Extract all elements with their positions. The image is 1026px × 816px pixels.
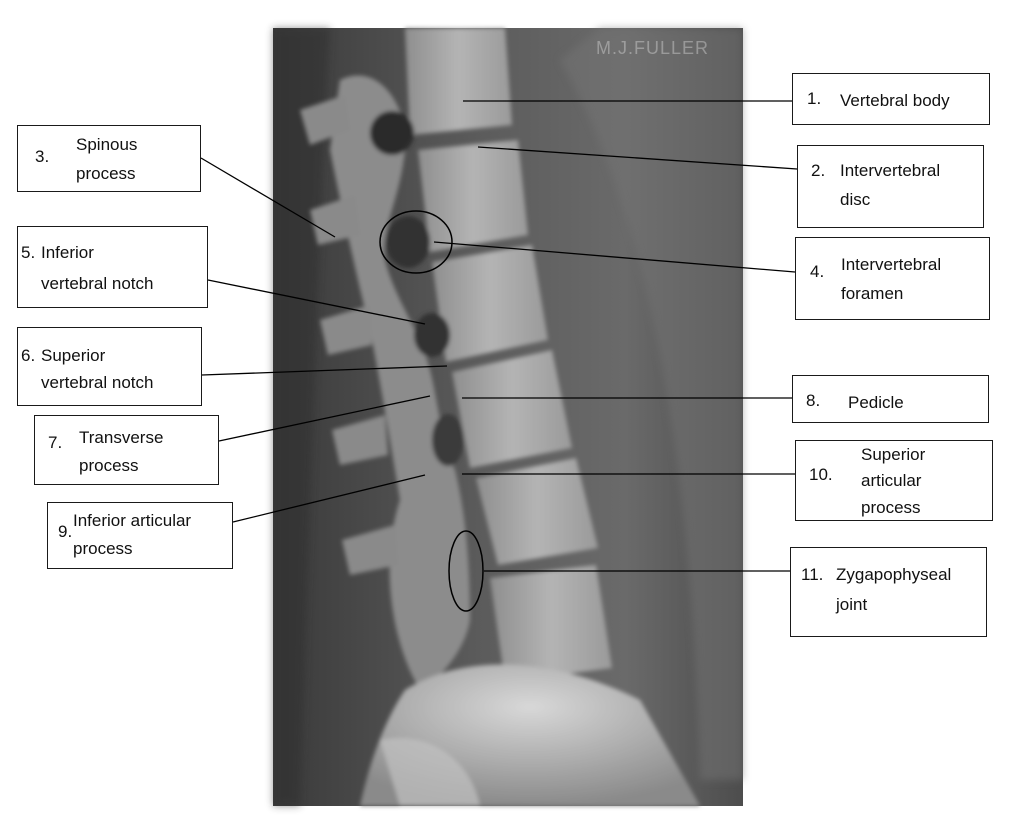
label-text: Inferior articular	[73, 511, 192, 530]
label-number: 9.	[58, 522, 73, 541]
leader-line-spinous-process	[200, 157, 336, 238]
circle-marker-zygapophyseal-joint	[448, 530, 484, 612]
label-number: 1.	[807, 89, 822, 108]
label-number: 2.	[811, 161, 826, 180]
leader-line-inferior-vertebral-notch	[207, 279, 426, 325]
label-number: 8.	[806, 391, 821, 410]
label-text: Superior	[41, 346, 106, 365]
label-box-pedicle: 8. Pedicle	[792, 375, 989, 423]
label-box-intervertebral-foramen: 4. Intervertebral foramen	[795, 237, 990, 320]
label-text: Intervertebral	[840, 161, 941, 180]
label-text: Transverse	[79, 428, 164, 447]
leader-line-inferior-articular-process	[232, 474, 426, 523]
label-text: Inferior	[41, 243, 94, 262]
label-box-transverse-process: 7. Transverse process	[34, 415, 219, 485]
label-number: 7.	[48, 433, 63, 452]
label-number: 10.	[809, 465, 833, 484]
label-text: Intervertebral	[841, 255, 942, 274]
label-text: vertebral notch	[41, 274, 154, 293]
leader-line-intervertebral-disc	[477, 146, 798, 170]
vertebral-column	[300, 28, 700, 806]
label-text: foramen	[841, 284, 904, 303]
label-text: Zygapophyseal	[836, 565, 952, 584]
leader-line-intervertebral-foramen	[433, 241, 796, 273]
label-text: Superior	[861, 445, 926, 464]
label-number: 4.	[810, 262, 825, 281]
label-number: 5.	[21, 243, 36, 262]
label-box-inferior-vertebral-notch: 5. Inferior vertebral notch	[17, 226, 208, 308]
label-box-zygapophyseal-joint: 11. Zygapophyseal joint	[790, 547, 987, 637]
label-text: Vertebral body	[840, 91, 950, 110]
label-text: process	[76, 164, 136, 183]
label-box-spinous-process: 3. Spinous process	[17, 125, 201, 192]
label-number: 11.	[801, 565, 824, 584]
label-number: 3.	[35, 147, 50, 166]
label-text: process	[73, 539, 133, 558]
label-text: Pedicle	[848, 393, 904, 412]
label-box-superior-articular-process: 10. Superior articular process	[795, 440, 993, 521]
label-text: process	[861, 498, 921, 517]
label-text: joint	[836, 595, 868, 614]
label-text: process	[79, 456, 139, 475]
xray-watermark: M.J.FULLER	[596, 38, 710, 58]
leader-line-transverse-process	[218, 395, 431, 442]
leader-line-superior-vertebral-notch	[201, 365, 448, 376]
label-text: Spinous	[76, 135, 138, 154]
label-box-vertebral-body: 1. Vertebral body	[792, 73, 990, 125]
circle-marker-intervertebral-foramen	[379, 210, 453, 274]
label-box-superior-vertebral-notch: 6. Superior vertebral notch	[17, 327, 202, 406]
label-text: articular	[861, 471, 922, 490]
label-box-intervertebral-disc: 2. Intervertebral disc	[797, 145, 984, 228]
label-text: vertebral notch	[41, 373, 154, 392]
label-box-inferior-articular-process: 9. Inferior articular process	[47, 502, 233, 569]
label-text: disc	[840, 190, 871, 209]
label-number: 6.	[21, 346, 36, 365]
